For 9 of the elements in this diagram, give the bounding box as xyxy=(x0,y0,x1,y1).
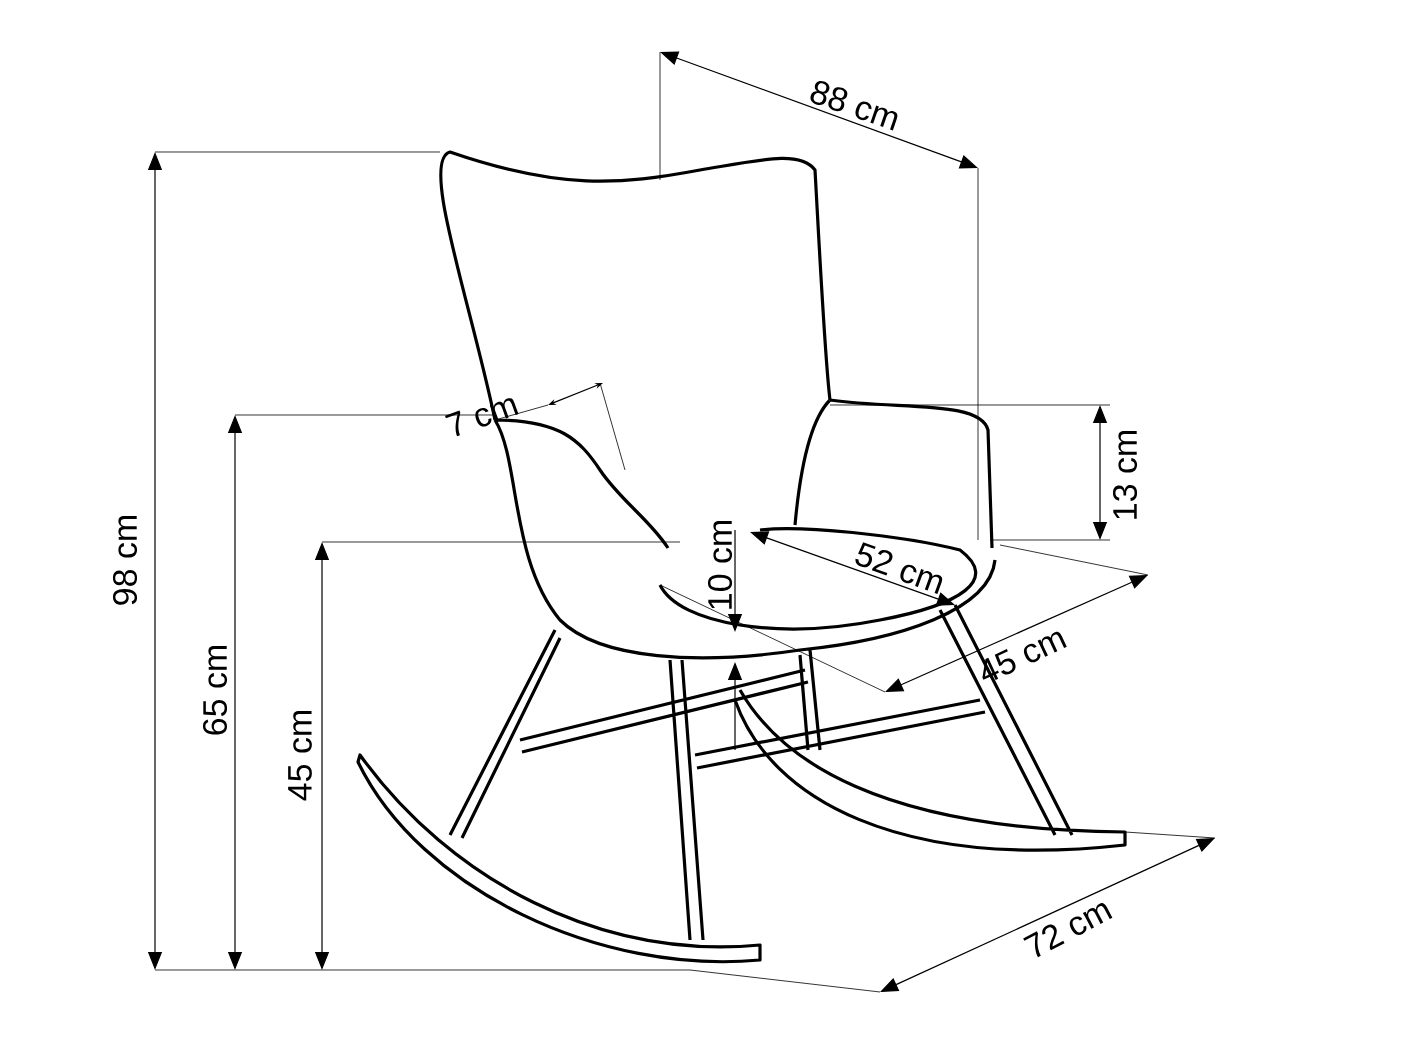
dimension-label: 65 cm xyxy=(202,645,228,735)
dimension-label: 52 cm xyxy=(855,542,943,595)
dimension-label: 98 cm xyxy=(112,515,138,605)
dimension-label: 88 cm xyxy=(810,81,898,131)
dimension-label: 45 cm xyxy=(982,631,1067,680)
dimension-label: 13 cm xyxy=(1112,430,1138,519)
dimension-label: 72 cm xyxy=(1023,903,1113,958)
dimension-label: 45 cm xyxy=(288,710,312,801)
dimension-label: 10 cm xyxy=(707,520,733,609)
